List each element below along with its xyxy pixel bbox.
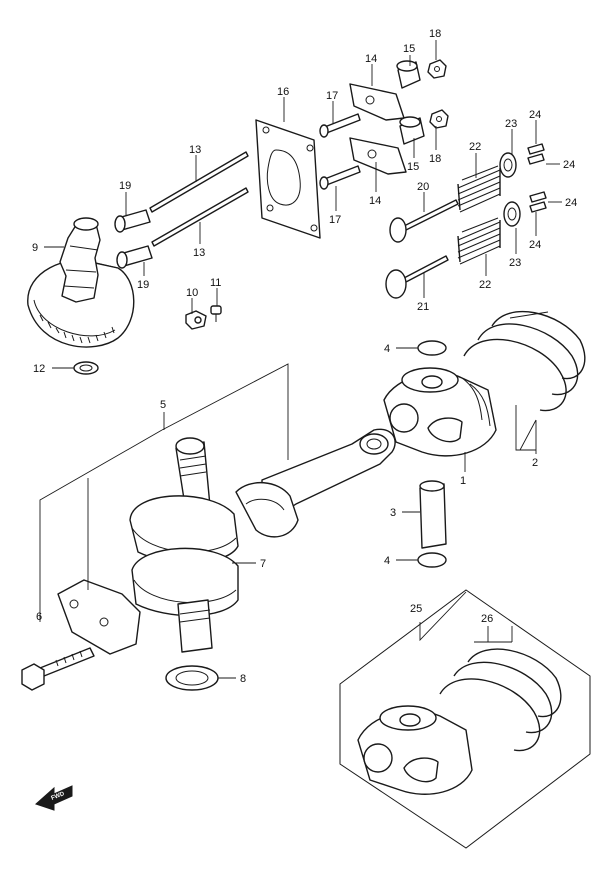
valve-lifter-lower	[116, 245, 153, 269]
fwd-label: FWD	[51, 791, 67, 802]
callout-24a: 24	[529, 109, 541, 121]
callout-19b: 19	[137, 279, 149, 291]
stud-upper	[319, 113, 361, 138]
valve-exhaust	[389, 199, 459, 243]
callout-25: 25	[410, 603, 422, 615]
crankshaft	[129, 437, 239, 653]
thrust-washer	[165, 665, 219, 691]
callout-15a: 15	[403, 43, 415, 55]
callouts: 1 2 3 4 4 5 6 7 8 9 10 11 12 13 13 14 14…	[32, 28, 577, 685]
callout-9: 9	[32, 242, 38, 254]
callout-17b: 17	[329, 214, 341, 226]
callout-22a: 22	[469, 141, 481, 153]
circlip-lower	[417, 552, 447, 568]
callout-17a: 17	[326, 90, 338, 102]
callout-10: 10	[186, 287, 198, 299]
oversize-piston-kit	[357, 648, 562, 795]
retainer-upper	[499, 152, 517, 178]
pivot-lower	[399, 116, 425, 145]
callout-24d: 24	[529, 239, 541, 251]
valve-keeper-a	[527, 143, 545, 165]
callout-14a: 14	[365, 53, 377, 65]
callout-26: 26	[481, 613, 493, 625]
oversize-piston-kit-frame	[339, 589, 591, 849]
screw-part-10	[185, 310, 207, 330]
piston-pin	[419, 480, 447, 549]
callout-11: 11	[210, 277, 221, 289]
valve-lifter-upper	[114, 209, 151, 233]
screw-part-11	[210, 305, 222, 322]
connecting-rod	[235, 428, 396, 538]
valve-intake	[385, 255, 449, 299]
callout-16: 16	[277, 86, 289, 98]
callout-21: 21	[417, 301, 429, 313]
washer-part-12	[73, 361, 99, 375]
circlip-upper	[417, 340, 447, 356]
piston-rings	[463, 310, 586, 412]
callout-20: 20	[417, 181, 429, 193]
piston	[383, 367, 497, 457]
callout-18a: 18	[429, 28, 441, 40]
rocker-arm-upper	[349, 83, 405, 121]
valve-keeper-b	[529, 191, 547, 213]
group-5-left	[39, 429, 163, 614]
cap-bolt	[21, 647, 95, 691]
callout-6: 6	[36, 611, 42, 623]
callout-3: 3	[390, 507, 396, 519]
pivot-upper	[396, 60, 421, 89]
callout-15b: 15	[407, 161, 419, 173]
callout-5: 5	[160, 399, 166, 411]
nut-upper	[427, 59, 447, 79]
callout-14b: 14	[369, 195, 381, 207]
callout-2: 2	[532, 457, 538, 469]
callout-23a: 23	[505, 118, 517, 130]
push-rod-lower	[151, 187, 249, 247]
valve-spring-upper	[457, 165, 501, 213]
push-rod-upper	[149, 151, 249, 213]
nut-lower	[429, 109, 449, 129]
callout-7: 7	[260, 558, 266, 570]
camshaft-gear	[27, 259, 135, 348]
valve-spring-lower	[457, 217, 501, 265]
callout-22b: 22	[479, 279, 491, 291]
stud-lower	[319, 165, 361, 190]
gasket-part-16	[255, 119, 321, 239]
camshaft	[59, 217, 101, 303]
callout-12: 12	[33, 363, 45, 375]
callout-19a: 19	[119, 180, 131, 192]
callout-13b: 13	[193, 247, 205, 259]
callout-1: 1	[460, 475, 466, 487]
callout-24c: 24	[565, 197, 577, 209]
callout-24b: 24	[563, 159, 575, 171]
callout-23b: 23	[509, 257, 521, 269]
rocker-arm-lower	[349, 137, 407, 175]
rod-cap	[57, 579, 141, 655]
leader-lines	[39, 40, 562, 679]
callout-4a: 4	[384, 343, 390, 355]
group-5-outline	[161, 363, 289, 460]
fwd-arrow-icon: FWD	[35, 785, 73, 811]
callout-8: 8	[240, 673, 246, 685]
callout-4b: 4	[384, 555, 390, 567]
callout-13a: 13	[189, 144, 201, 156]
callout-18b: 18	[429, 153, 441, 165]
retainer-lower	[503, 201, 521, 227]
